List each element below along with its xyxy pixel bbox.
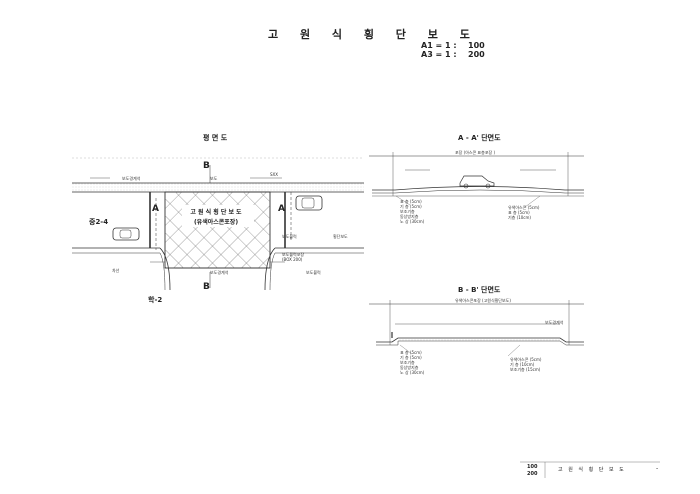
section-bb-top-note: 유색아스콘포장 (고원식횡단보도) xyxy=(455,298,511,303)
drawing-title: 고 원 식 횡 단 보 도 xyxy=(268,28,479,41)
section-aa-heading: A - A' 단면도 xyxy=(458,134,501,142)
title-block-scale-1: 100 xyxy=(527,464,538,470)
section-aa-right-note: 유색아스콘 (5cm) xyxy=(508,205,540,210)
section-marker-a-right: A xyxy=(278,204,285,214)
note-right-3: 보도블럭포장 xyxy=(282,252,305,257)
bottom-tag: 학-2 xyxy=(148,296,163,304)
crosswalk-subtitle: (유색아스콘포장) xyxy=(193,219,239,226)
car-right xyxy=(295,195,323,211)
section-marker-b-top: B xyxy=(203,161,210,171)
scale-a3-value: 200 xyxy=(468,50,485,59)
section-bb-left-notes: 표 층 (5cm) 기 층 (5cm) 보조기층 동상방지층 노 상 (30cm… xyxy=(400,350,424,375)
note-top-mid: 보도 xyxy=(210,176,218,181)
section-aa-left-notes: 표 층 (5cm) 기 층 (5cm) 보조기층 동상방지층 노 상 (30cm… xyxy=(400,199,424,224)
section-aa-top-note: 포장 (아스콘 표층포장 ) xyxy=(455,150,496,155)
title-block-drawing-name: 고 원 식 횡 단 보 도 xyxy=(558,467,626,473)
section-marker-a-left: A xyxy=(152,204,159,214)
section-bb-left-note: 기 층 (5cm) xyxy=(400,355,422,360)
section-marker-b-bottom: B xyxy=(203,282,210,292)
section-bb-right-note: 유색아스콘 (5cm) xyxy=(510,357,542,362)
section-bb-right-note: 보조기층 (15cm) xyxy=(510,367,541,372)
title-block-scale-2: 200 xyxy=(527,471,538,477)
scale-a1-value: 100 xyxy=(468,41,485,50)
section-aa-left-note: 동상방지층 xyxy=(400,214,419,219)
crosswalk-title: 고 원 식 횡 단 보 도 xyxy=(190,209,242,216)
section-aa-right-notes: 유색아스콘 (5cm) 표 층 (5cm) 기층 (10cm) xyxy=(508,205,539,220)
section-bb-left-note: 노 상 (30cm) xyxy=(400,370,425,375)
section-bb-right-tag: 보도경계석 xyxy=(545,320,564,325)
section-bb-left-note: 동상방지층 xyxy=(400,365,419,370)
note-bottom-mid: 보도경계석 xyxy=(210,270,229,275)
left-tag: 중2-4 xyxy=(89,218,109,226)
note-right-2: 보도블럭 xyxy=(282,234,297,239)
section-bb-left-note: 표 층 (5cm) xyxy=(400,350,422,355)
section-aa-left-note: 노 상 (30cm) xyxy=(400,219,425,224)
car-left xyxy=(112,227,140,241)
section-aa-view xyxy=(369,152,584,208)
plan-view xyxy=(72,157,364,291)
section-aa-left-note: 보조기층 xyxy=(400,209,415,214)
note-right-1: 횡단보도 xyxy=(333,234,348,239)
section-bb-view xyxy=(369,300,584,357)
crosswalk-label: 고 원 식 횡 단 보 도 (유색아스콘포장) xyxy=(166,208,266,228)
title-block-sheet-mark: - xyxy=(656,465,659,472)
plan-heading: 평 면 도 xyxy=(203,134,228,142)
top-sidewalk xyxy=(72,183,364,192)
scale-a1-label: A1 = 1 : xyxy=(421,41,457,50)
section-car xyxy=(459,175,495,189)
note-top-right: SXX xyxy=(270,172,279,177)
section-bb-left-note: 보조기층 xyxy=(400,360,415,365)
note-top-left: 보도경계석 xyxy=(122,176,141,181)
scale-a3-label: A3 = 1 : xyxy=(421,50,457,59)
title-block xyxy=(520,461,660,478)
section-bb-right-note: 기 층 (10cm) xyxy=(510,362,535,367)
note-bottom-right: 보도블럭 xyxy=(306,270,321,275)
note-bottom-left: 차선 xyxy=(112,268,120,273)
section-bb-right-notes: 유색아스콘 (5cm) 기 층 (10cm) 보조기층 (15cm) xyxy=(510,357,541,372)
note-right-4: (BOX 200) xyxy=(282,257,303,262)
section-bb-heading: B - B' 단면도 xyxy=(458,286,501,294)
section-aa-left-note: 표 층 (5cm) xyxy=(400,199,422,204)
section-aa-right-note: 기층 (10cm) xyxy=(508,215,531,220)
section-aa-left-note: 기 층 (5cm) xyxy=(400,204,422,209)
section-aa-right-note: 표 층 (5cm) xyxy=(508,210,530,215)
